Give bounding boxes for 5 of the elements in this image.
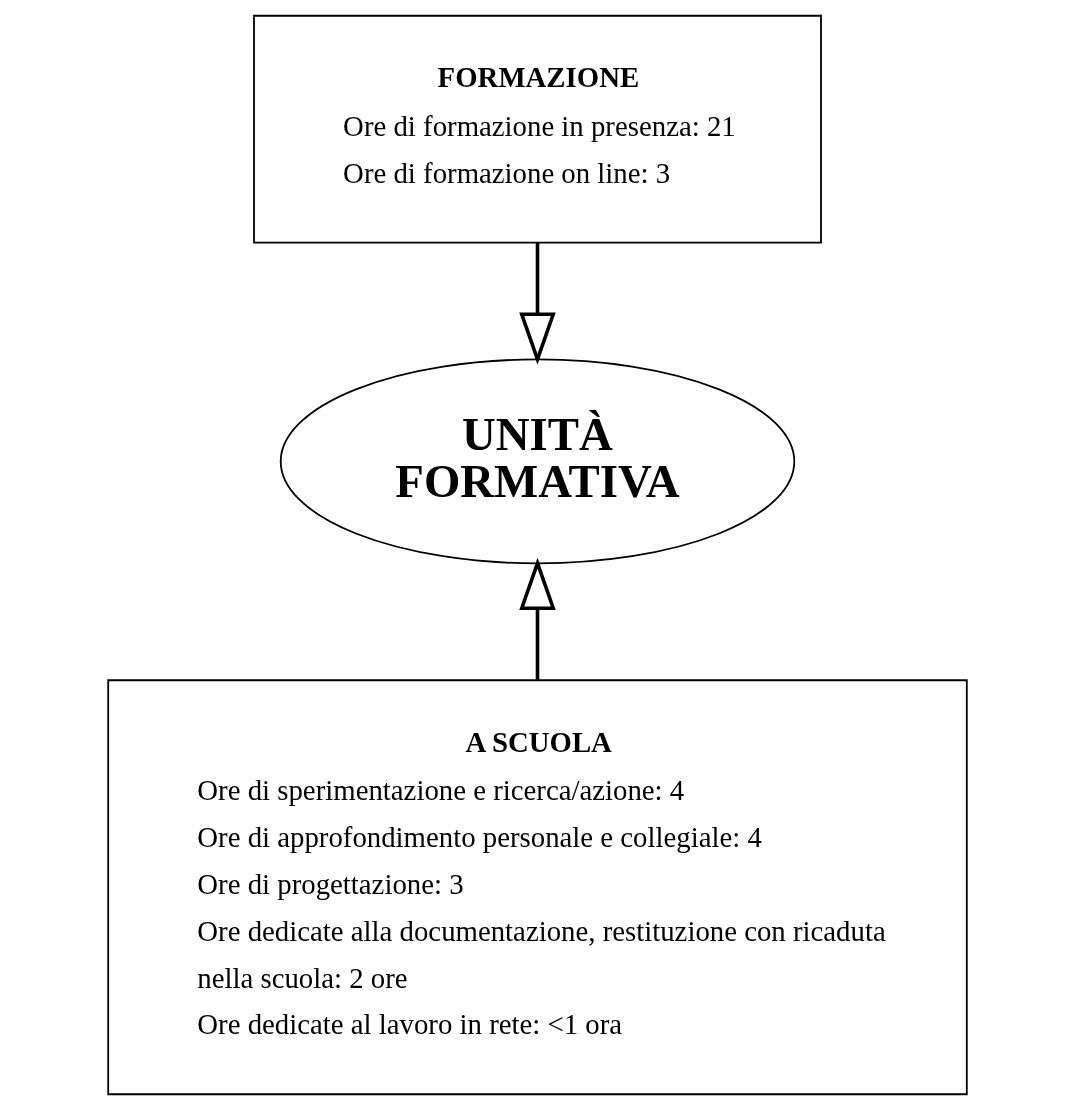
arrow [519,242,556,365]
node-box: A SCUOLA Ore di sperimentazione e ricerca/azione: 4 Ore di approfondimento personale e collegiale: 4 Ore di progettazione: 3 Ore dedicate alla documentazione, restituzione con ricaduta nella scuola: 2 ore Ore dedicate al lavoro in rete: <1 ora [107,679,968,1096]
arrow [519,557,556,680]
node-box: FORMAZIONE Ore di formazione in presenza: 21 Ore di formazione on line: 3 [253,14,822,244]
node-ellipse: UNITÀ FORMATIVA [279,358,796,565]
